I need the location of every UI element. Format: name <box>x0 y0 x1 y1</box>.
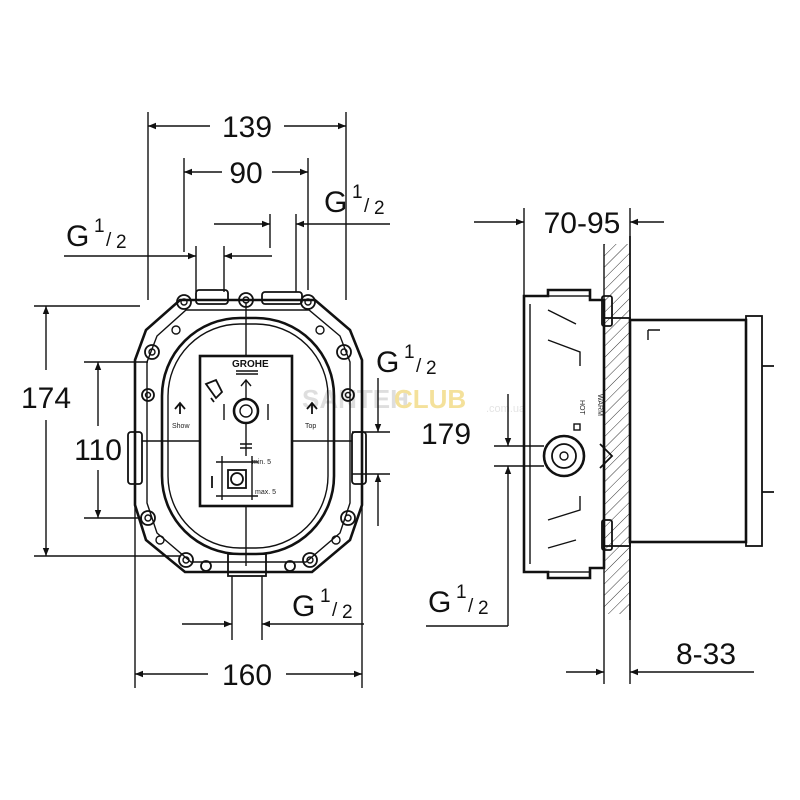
central-valve-core <box>239 404 253 418</box>
thread-r-num: 1 <box>404 342 415 363</box>
side-port-nozzle <box>599 443 614 469</box>
top-cap <box>547 289 591 297</box>
cover-plate-side <box>745 315 763 547</box>
housing-fins <box>547 309 581 549</box>
dim-174: 174 <box>21 382 71 415</box>
dim-139: 139 <box>222 111 272 144</box>
cover-box-mark <box>647 329 660 340</box>
arrow-up-right-icon <box>306 401 318 414</box>
cartridge-grid <box>216 456 258 500</box>
top-port-right <box>261 291 303 305</box>
thread-b-slash: / <box>332 600 338 621</box>
side-view: HOT WARM <box>522 236 774 620</box>
watermark: SANTEH CLUB .com.ua <box>302 384 526 415</box>
upper-flange <box>601 295 613 327</box>
side-port-inner <box>551 443 577 469</box>
valve-body-outline <box>160 316 336 556</box>
side-port-core <box>559 451 569 461</box>
front-view: Show Top GROHE min. 5 max. 5 <box>127 289 367 577</box>
bottom-port <box>227 553 267 577</box>
valve-side-marks <box>223 404 269 420</box>
mark-min: min. 5 <box>252 459 271 466</box>
dim-wall: 8-33 <box>676 638 736 671</box>
thread-r-slash: / <box>416 356 422 377</box>
mark-max: max. 5 <box>255 489 276 496</box>
side-port-ring <box>542 434 586 478</box>
label-warm: WARM <box>596 394 603 416</box>
valve-body-inner <box>167 323 329 549</box>
thread-tl-num: 1 <box>94 216 105 237</box>
cartridge-circle <box>230 472 244 486</box>
thread-tl-slash: / <box>106 230 112 251</box>
label-top: Top <box>305 423 316 430</box>
hand-tool-icon <box>204 378 224 403</box>
watermark-text-c: .com.ua <box>486 403 526 415</box>
thread-tr-slash: / <box>364 196 370 217</box>
thread-side-num: 1 <box>456 582 467 603</box>
label-show: Show <box>172 423 190 430</box>
dim-160: 160 <box>222 659 272 692</box>
thread-side-den: 2 <box>478 598 489 619</box>
cover-box <box>628 318 748 544</box>
front-dimensions: 139 90 G 1 / 2 G 1 / 2 174 <box>21 111 437 692</box>
dim-depth: 70-95 <box>544 207 621 240</box>
side-dimensions: 70-95 179 G 1 / 2 8-33 <box>421 207 754 684</box>
thread-r-den: 2 <box>426 358 437 379</box>
thread-tl-den: 2 <box>116 232 127 253</box>
thread-r-g: G <box>376 346 399 379</box>
valve-stem <box>240 440 252 456</box>
top-port-left <box>195 289 229 305</box>
thread-side-g: G <box>428 586 451 619</box>
logo-waves-icon <box>236 370 258 375</box>
lower-flange <box>601 519 613 551</box>
valve-arrows-icon <box>240 378 252 440</box>
bottom-cap <box>547 571 591 579</box>
thread-side-slash: / <box>468 596 474 617</box>
cover-plate <box>198 354 294 508</box>
housing-body <box>522 288 606 580</box>
thread-tr-g: G <box>324 186 347 219</box>
thread-b-num: 1 <box>320 586 331 607</box>
cartridge-square <box>227 469 247 489</box>
dim-110: 110 <box>74 434 122 467</box>
label-box-icon <box>573 423 581 431</box>
label-hot: HOT <box>578 400 585 416</box>
wall-hatch <box>604 244 630 614</box>
mounting-lugs <box>140 292 356 572</box>
dim-90: 90 <box>229 157 262 190</box>
thread-tl-g: G <box>66 220 89 253</box>
arrow-up-left-icon <box>174 401 186 414</box>
thread-b-den: 2 <box>342 602 353 623</box>
watermark-text-b: CLUB <box>394 384 466 414</box>
right-port <box>351 431 367 485</box>
cover-pins <box>762 365 774 493</box>
central-valve-ring <box>232 397 260 425</box>
watermark-text-a: SANTEH <box>302 384 409 414</box>
brand-logo: GROHE <box>232 359 269 370</box>
mounting-frame-outer <box>133 298 364 574</box>
dim-179: 179 <box>421 418 471 451</box>
thread-b-g: G <box>292 590 315 623</box>
thread-tr-den: 2 <box>374 198 385 219</box>
thread-tr-num: 1 <box>352 182 363 203</box>
